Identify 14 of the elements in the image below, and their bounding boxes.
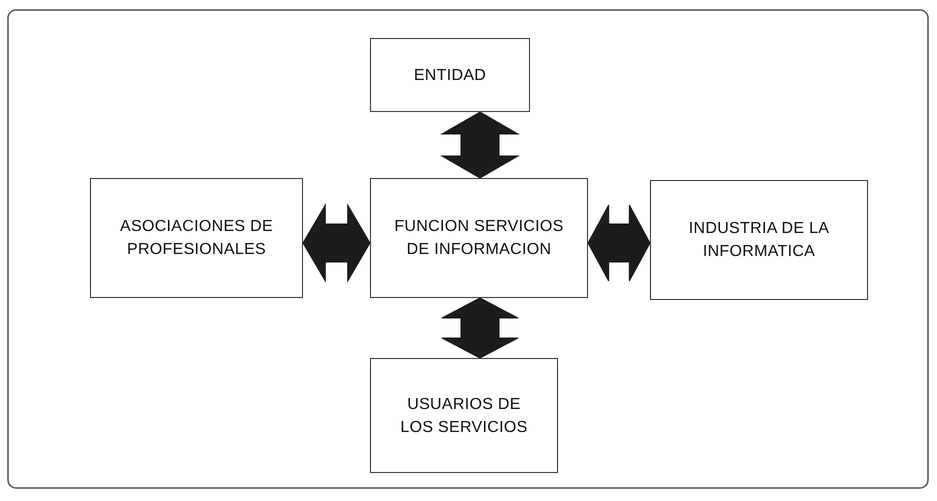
box-label: INDUSTRIA DE LA INFORMATICA — [688, 219, 830, 262]
box-label: USUARIOS DE LOS SERVICIOS — [399, 394, 529, 438]
box-label: ASOCIACIONES DE PROFESIONALES — [119, 217, 274, 260]
double-arrow — [302, 203, 371, 283]
double-arrow — [440, 111, 520, 179]
box-label: ENTIDAD — [414, 66, 486, 86]
text-box — [90, 178, 303, 298]
double-arrow — [442, 297, 518, 359]
text-box — [370, 178, 588, 298]
text-box — [370, 358, 558, 473]
text-box — [370, 38, 530, 112]
text-box — [650, 180, 868, 300]
double-arrow — [587, 204, 651, 282]
box-label: FUNCION SERVICIOS DE INFORMACION — [393, 217, 565, 260]
